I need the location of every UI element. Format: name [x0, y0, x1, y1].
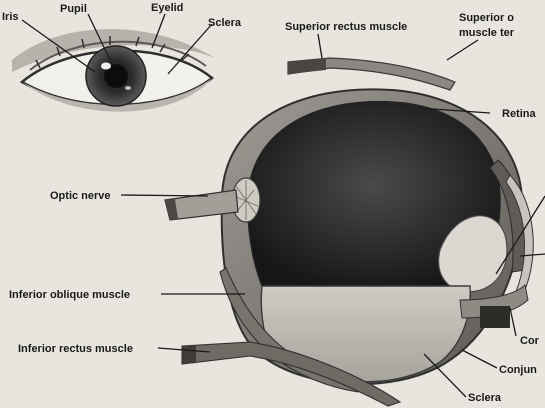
label-cornea: Cor — [520, 335, 540, 347]
label-superior-rectus: Superior rectus muscle — [285, 21, 407, 33]
anterior-chamber-dark — [480, 306, 510, 328]
label-optic-nerve: Optic nerve — [50, 190, 111, 202]
label-superior-oblique-2: muscle ter — [459, 27, 515, 39]
label-sclera-bottom: Sclera — [468, 392, 502, 404]
inferior-rectus-cut — [182, 345, 196, 364]
label-sclera-top: Sclera — [208, 17, 242, 29]
label-retina: Retina — [502, 108, 537, 120]
label-iris: Iris — [2, 11, 19, 23]
eye-highlight-small — [125, 86, 131, 90]
label-conjunctiva: Conjun — [499, 364, 537, 376]
label-superior-oblique-1: Superior o — [459, 12, 514, 24]
label-eyelid: Eyelid — [151, 2, 183, 14]
label-pupil: Pupil — [60, 3, 87, 15]
label-inferior-oblique: Inferior oblique muscle — [9, 289, 130, 301]
eye-highlight — [101, 63, 111, 70]
label-inferior-rectus: Inferior rectus muscle — [18, 343, 133, 355]
